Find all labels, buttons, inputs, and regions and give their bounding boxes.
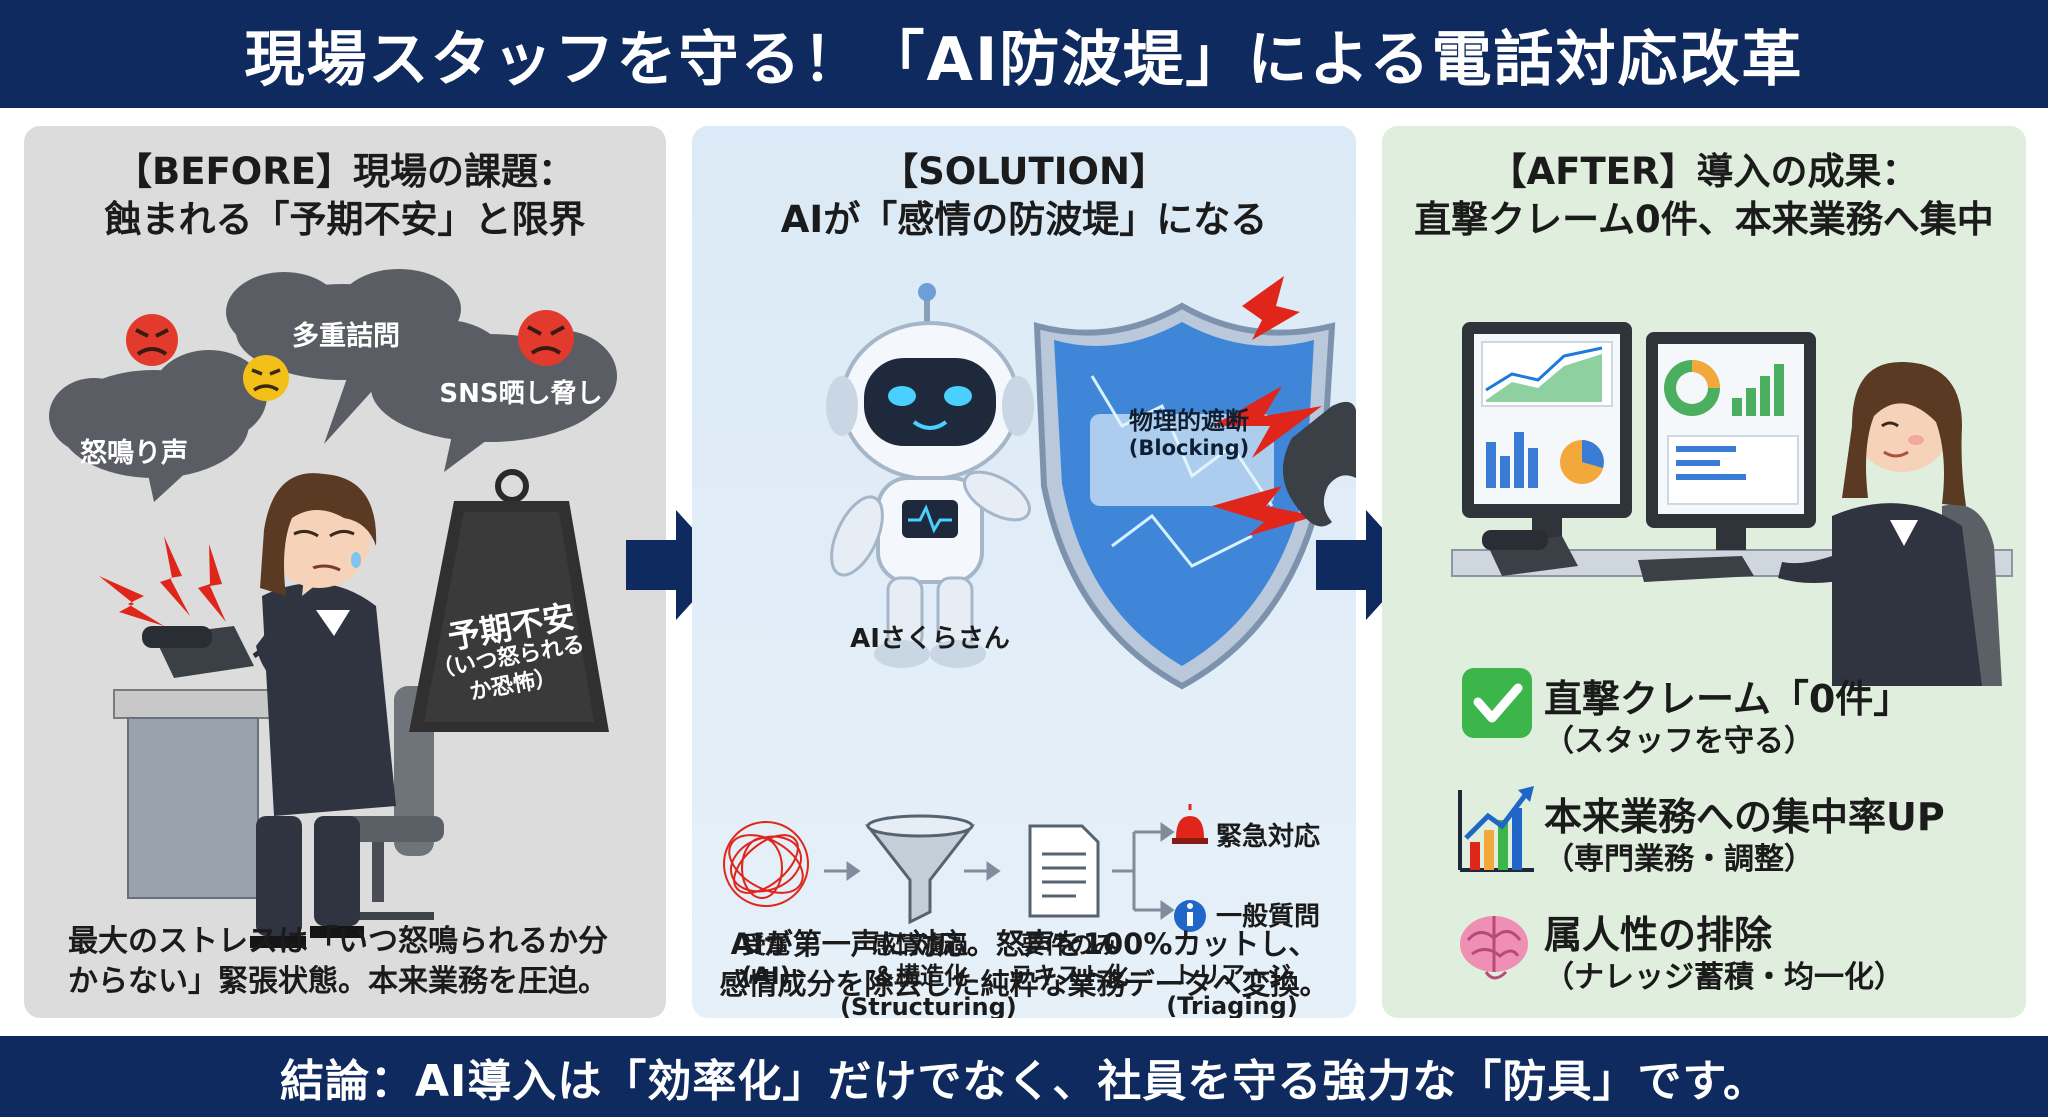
shield-sublabel: (Blocking) (1128, 436, 1250, 460)
angry-face-icon (126, 314, 178, 366)
solution-heading-line1: 【SOLUTION】 (881, 150, 1167, 193)
after-heading: 【AFTER】導入の成果： 直撃クレーム0件、本来業務へ集中 (1382, 148, 2026, 244)
robot-icon (826, 283, 1034, 668)
before-caption-line1: 最大のストレスは「いつ怒鳴られるか分 (68, 924, 608, 959)
flow-step-receive: 受電 (AI) (716, 930, 816, 992)
before-heading: 【BEFORE】現場の課題： 蝕まれる「予期不安」と限界 (24, 148, 666, 244)
brain-icon (1460, 916, 1528, 980)
anxiety-weight-icon (409, 469, 609, 732)
flow-step-line: トリアージ (1172, 961, 1292, 989)
flow-step-line: (Structuring) (840, 993, 1017, 1018)
solution-illustration (723, 276, 1356, 932)
result-zero-claims-sub: （スタッフを守る） (1544, 724, 1814, 759)
stressed-woman-icon (250, 473, 396, 948)
impact-lightning-icon (1212, 276, 1322, 536)
cloud-label-interrogation: 多重詰問 (292, 321, 400, 352)
angry-face-icon (518, 310, 574, 366)
phone-handset-icon (1282, 401, 1356, 527)
before-heading-line1: 【BEFORE】現場の課題： (115, 150, 575, 193)
desk-phone-icon (1482, 530, 1578, 576)
before-caption-line2: からない」緊張状態。本来業務を圧迫。 (68, 964, 608, 999)
flow-step-line: (AI) (741, 962, 791, 990)
shield-label: 物理的遮断 (1129, 407, 1249, 435)
monitor-icon (1646, 332, 1816, 550)
flow-step-line: テキスト化 (1009, 962, 1129, 990)
result-zero-claims-title: 直撃クレーム「0件」 (1544, 677, 1912, 721)
result-standardize-title: 属人性の排除 (1544, 913, 1773, 957)
branch-general-label: 一般質問 (1216, 902, 1321, 932)
after-illustration (1451, 322, 2013, 980)
alert-siren-icon (1172, 804, 1208, 844)
before-illustration (49, 269, 617, 948)
flow-step-line: (Triaging) (1166, 992, 1298, 1018)
after-heading-line2: 直撃クレーム0件、本来業務へ集中 (1414, 198, 1994, 241)
info-icon (1174, 900, 1206, 932)
growth-chart-icon (1458, 786, 1534, 872)
storm-cloud-icon (49, 269, 617, 502)
monitor-icon (1462, 322, 1632, 548)
flow-step-line: 感情濾過 (872, 931, 968, 959)
result-focus-sub: （専門業務・調整） (1544, 842, 1814, 877)
page-title: 現場スタッフを守る！「AI防波堤」による電話対応改革 (0, 0, 2048, 108)
document-icon (1028, 824, 1100, 918)
tangled-input-icon (723, 821, 809, 907)
branch-urgent-label: 緊急対応 (1216, 822, 1321, 852)
flow-step-line: ＆構造化 (872, 962, 968, 990)
solution-heading: 【SOLUTION】 AIが「感情の防波堤」になる (692, 148, 1356, 244)
annoyed-face-icon (243, 355, 289, 401)
result-focus-title: 本来業務への集中率UP (1544, 795, 1945, 839)
before-caption: 最大のストレスは「いつ怒鳴られるか分 からない」緊張状態。本来業務を圧迫。 (68, 922, 648, 1002)
flow-step-text: 要件のみ テキスト化 (994, 930, 1144, 992)
cloud-label-sns-threat: SNS晒し脅し (439, 379, 603, 409)
flow-step-filter: 感情濾過 ＆構造化 (Structuring) (840, 930, 1017, 1018)
funnel-icon (864, 814, 976, 925)
before-heading-line2: 蝕まれる「予期不安」と限界 (104, 198, 586, 241)
solution-heading-line2: AIが「感情の防波堤」になる (780, 198, 1268, 241)
solution-caption-line1: AIが第一声に対応。怒声を100%カットし、 (730, 927, 1318, 961)
solution-caption-line2: 感情成分を除去した純粋な業務データへ変換。 (719, 967, 1329, 1001)
process-arrows (824, 822, 1175, 920)
after-panel: 【AFTER】導入の成果： 直撃クレーム0件、本来業務へ集中 (1382, 126, 2026, 1018)
flow-step-line: 受電 (742, 931, 790, 959)
cloud-label-yelling: 怒鳴り声 (80, 438, 188, 469)
flow-step-line: 要件のみ (1021, 931, 1117, 959)
keyboard-icon (1638, 556, 1754, 582)
stress-lightning-icon (99, 536, 226, 626)
solution-caption-text: AIが第一声に対応。怒声を100%カットし、 感情成分を除去した純粋な業務データ… (692, 924, 1356, 1004)
result-standardize-sub: （ナレッジ蓄積・均一化） (1544, 960, 1904, 995)
before-panel: 【BEFORE】現場の課題： 蝕まれる「予期不安」と限界 (24, 126, 666, 1018)
conclusion-bar: 結論：AI導入は「効率化」だけでなく、社員を守る強力な「防具」です。 (0, 1036, 2048, 1117)
shield-icon (1033, 302, 1336, 690)
check-icon (1462, 668, 1532, 738)
solution-panel: 【SOLUTION】 AIが「感情の防波堤」になる (692, 126, 1356, 1018)
robot-name: AIさくらさん (850, 624, 1010, 654)
after-heading-line1: 【AFTER】導入の成果： (1489, 150, 1919, 193)
flow-step-triage: トリアージ (Triaging) (1162, 960, 1302, 1018)
smiling-woman-icon (1778, 361, 1982, 686)
